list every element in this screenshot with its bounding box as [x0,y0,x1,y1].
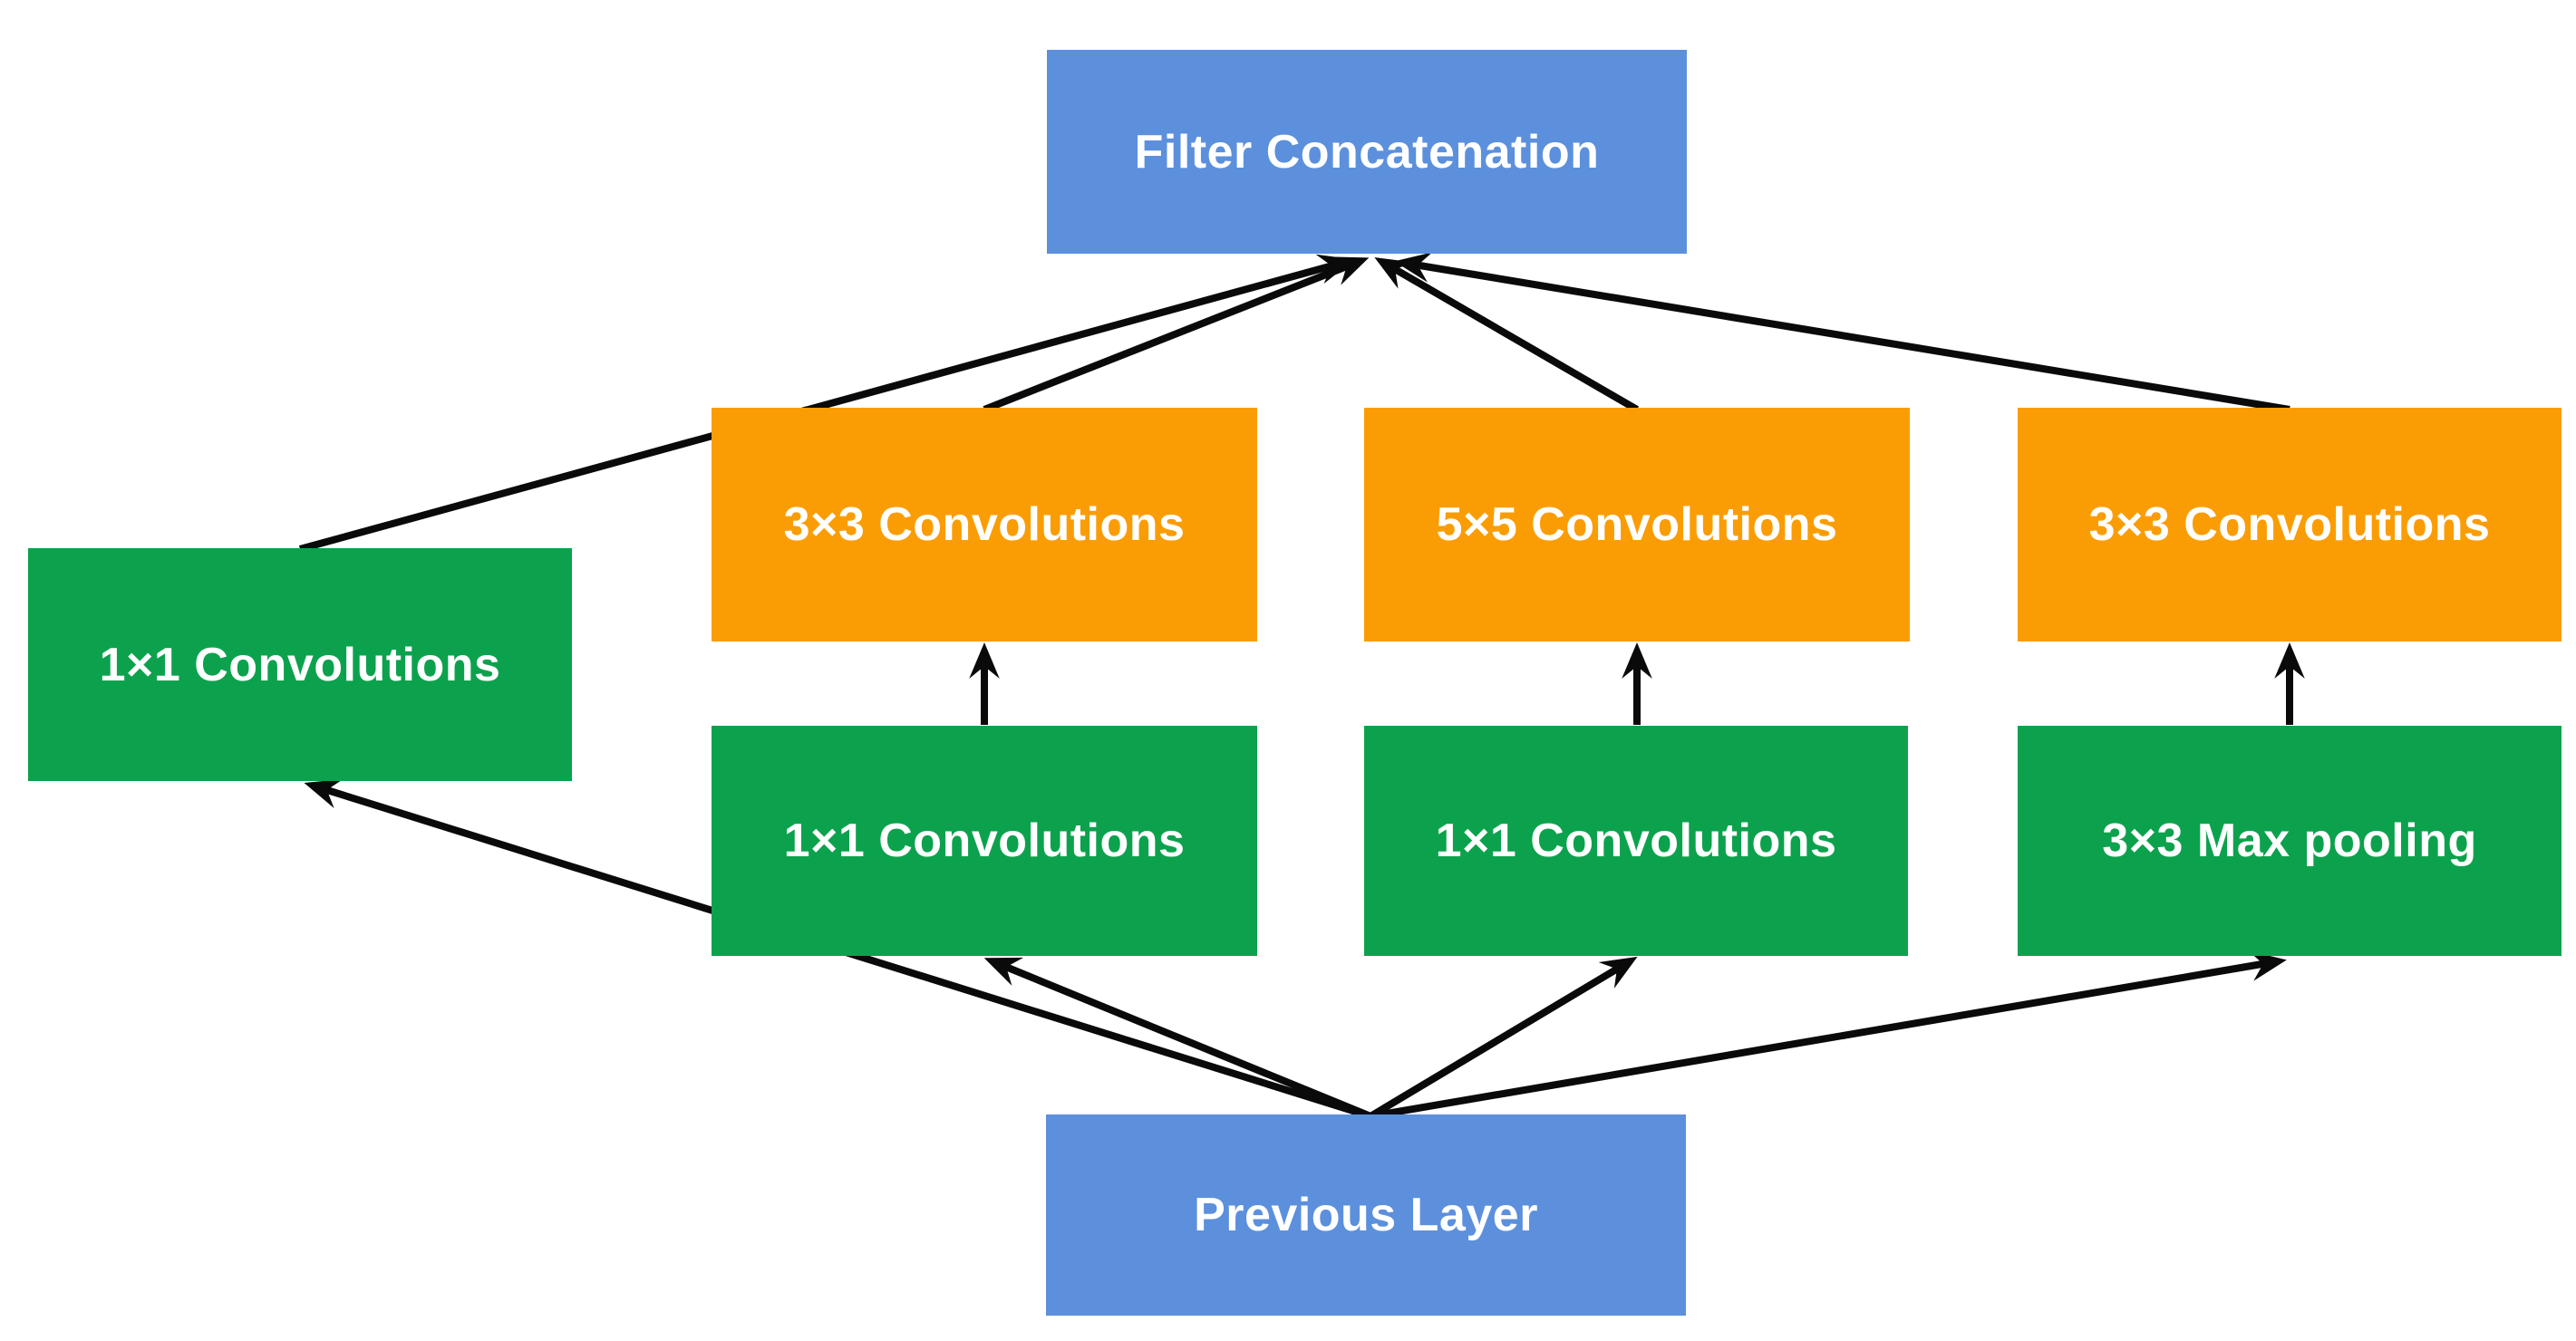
node-maxpool3x3: 3×3 Max pooling [2018,726,2561,956]
node-label-conv3x3-mid: 3×3 Convolutions [783,498,1186,551]
node-label-conv3x3-right: 3×3 Convolutions [2088,498,2491,551]
arrow-conv5x5-to-filter-concatenation [1374,256,1640,413]
arrow-previous-layer-to-maxpool3x3 [1370,950,2287,1120]
node-conv1x1-right: 1×1 Convolutions [1364,726,1908,956]
edges-group [298,252,2305,1120]
node-label-conv1x1-right: 1×1 Convolutions [1435,815,1837,867]
arrow-conv3x3-mid-to-filter-concatenation [983,256,1370,413]
arrow-previous-layer-to-conv1x1-right [1368,956,1638,1120]
node-label-conv1x1-left: 1×1 Convolutions [99,638,501,691]
node-label-conv1x1-mid: 1×1 Convolutions [783,815,1186,867]
node-label-conv5x5: 5×5 Convolutions [1436,498,1838,551]
node-conv3x3-mid: 3×3 Convolutions [712,408,1257,642]
node-conv1x1-left: 1×1 Convolutions [28,548,572,781]
arrow-conv3x3-right-to-filter-concatenation [1394,252,2290,413]
node-conv3x3-right: 3×3 Convolutions [2018,408,2561,642]
arrow-conv1x1-left-to-filter-concatenation [298,254,1355,553]
node-previous-layer: Previous Layer [1046,1114,1686,1316]
node-filter-concatenation: Filter Concatenation [1047,50,1687,254]
node-label-previous-layer: Previous Layer [1194,1189,1538,1241]
node-label-maxpool3x3: 3×3 Max pooling [2102,815,2477,867]
node-conv1x1-mid: 1×1 Convolutions [712,726,1257,956]
node-label-filter-concatenation: Filter Concatenation [1134,125,1600,178]
arrow-previous-layer-to-conv1x1-mid [983,957,1372,1120]
node-conv5x5: 5×5 Convolutions [1364,408,1910,642]
